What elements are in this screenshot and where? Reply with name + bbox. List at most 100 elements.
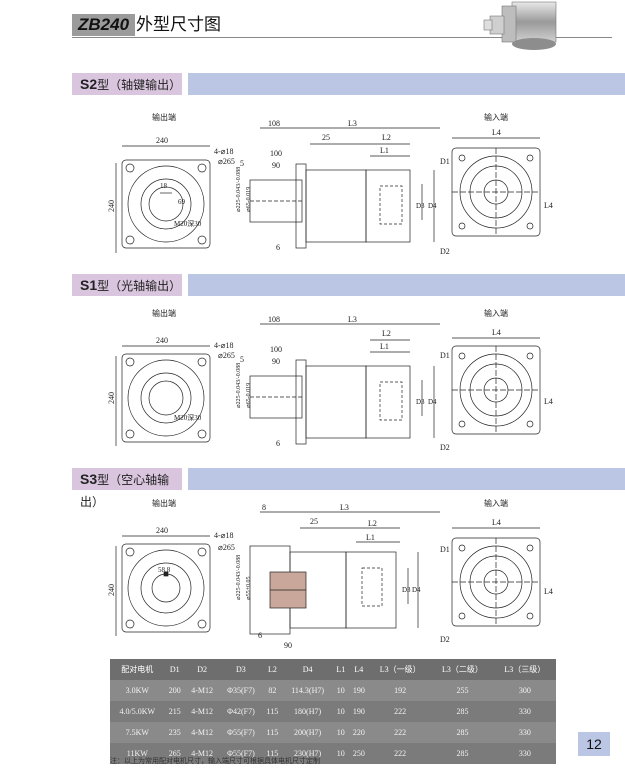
section-header-s2: S2型（轴键输出） (72, 73, 625, 95)
dim-text: L4 (544, 201, 553, 210)
table-cell: 115 (262, 701, 283, 722)
table-cell: 10 (332, 743, 349, 764)
table-header-row: 配对电机 D1 D2 D3 L2 D4 L1 L4 L3（一级） L3（二级） … (110, 659, 556, 680)
section-bar (188, 468, 625, 490)
dim-text: L4 (492, 328, 501, 337)
dim-text: L1 (380, 146, 389, 155)
table-cell: 4-M12 (184, 701, 220, 722)
table-cell: 265 (164, 743, 185, 764)
section-header-s1: S1型（光轴输出） (72, 274, 625, 296)
dim-text: 6 (276, 439, 280, 448)
dim-text: D4 (428, 202, 437, 210)
dim-text: 5 (240, 159, 244, 168)
table-cell: 4-M12 (184, 722, 220, 743)
dim-text: ⌀265 (218, 157, 235, 166)
table-cell: 3.0KW (110, 680, 165, 701)
table-cell: 300 (493, 680, 556, 701)
dim-text: 240 (156, 336, 168, 345)
dim-text: 69 (178, 198, 186, 206)
table-cell: 10 (332, 680, 349, 701)
dim-text: ⌀225-0.043/-0.088 (236, 555, 242, 600)
side-view: 108 L3 25 100 90 5 L2 L1 D3 D4 6 ⌀225-0.… (236, 119, 440, 252)
section-code: S1 (80, 277, 98, 293)
dim-text: 4-⌀18 (214, 147, 233, 156)
dim-text: 90 (272, 357, 280, 366)
table-cell: 222 (369, 701, 432, 722)
section-label-s2: S2型（轴键输出） (72, 73, 182, 95)
section-code: S3 (80, 471, 98, 487)
dim-text: D1 (440, 545, 450, 554)
section-name: 型（轴键输出） (97, 78, 182, 92)
table-cell: 230(H7) (282, 743, 333, 764)
table-cell: 285 (431, 722, 494, 743)
column-header: L4 (348, 659, 370, 680)
dim-text: ⌀265 (218, 351, 235, 360)
dim-text: L3 (348, 315, 357, 324)
front-view-input: 输入端 L4 D1 D2 L4 (440, 308, 553, 452)
dim-text: 90 (284, 641, 292, 650)
model-label: ZB240 (72, 14, 136, 36)
dim-text: L3 (348, 119, 357, 128)
table-cell: 220 (348, 722, 370, 743)
table-cell: 115 (262, 743, 283, 764)
table-cell: 10 (332, 722, 349, 743)
dim-text: 输入端 (484, 498, 508, 508)
table-row: 11KW 265 4-M12 Φ55(F7) 115 230(H7) 10 25… (110, 743, 556, 764)
column-header: 配对电机 (110, 659, 165, 680)
table-cell: 285 (431, 743, 494, 764)
dim-text: 240 (156, 136, 168, 145)
dim-text: L1 (380, 342, 389, 351)
dim-text: L4 (492, 518, 501, 527)
dim-text: D3 (402, 586, 411, 594)
column-header: L3（一级） (369, 659, 432, 680)
table-cell: 190 (348, 701, 370, 722)
dimension-table: 配对电机 D1 D2 D3 L2 D4 L1 L4 L3（一级） L3（二级） … (110, 659, 556, 764)
dim-text: D3 (416, 398, 425, 406)
dim-text: 58.8 (158, 566, 171, 574)
table-cell: 255 (431, 680, 494, 701)
dim-text: 输入端 (484, 308, 508, 318)
column-header: L1 (332, 659, 349, 680)
dim-text: ⌀55+0.05 (246, 577, 252, 601)
dim-text: 108 (268, 315, 280, 324)
dim-text: L2 (382, 329, 391, 338)
front-view-output: 输出端 240 4-⌀18 ⌀265 240 58.8 (107, 498, 235, 636)
dim-text: M20深30 (174, 219, 202, 228)
dim-text: ⌀65-0.019 (246, 187, 252, 212)
dim-text: ⌀65-0.019 (246, 383, 252, 408)
section-header-s3: S3型（空心轴输出） (72, 468, 625, 509)
dim-text: 18 (160, 182, 168, 190)
table-cell: 11KW (110, 743, 165, 764)
dim-text: M20深30 (174, 413, 202, 422)
section-bar (188, 73, 625, 95)
dim-text: 6 (276, 243, 280, 252)
dim-text: D1 (440, 157, 450, 166)
table-cell: Φ35(F7) (219, 680, 263, 701)
column-header: D1 (164, 659, 185, 680)
drawing-s1: 输出端 240 4-⌀18 ⌀265 240 M20深30 108 L3 100… (107, 308, 553, 452)
table-cell: 330 (493, 743, 556, 764)
table-cell: 222 (369, 743, 432, 764)
table-cell: Φ55(F7) (219, 722, 263, 743)
front-view-input: 输入端 L4 D1 D2 L4 (440, 498, 553, 644)
dim-text: 100 (270, 149, 282, 158)
dim-text: 240 (107, 392, 116, 404)
section-name: 型（光轴输出） (97, 279, 182, 293)
table-cell: 222 (369, 722, 432, 743)
dim-text: ⌀225-0.043/-0.088 (236, 167, 242, 212)
side-view: 8 L3 25 L2 L1 D3 D4 6 90 ⌀225-0.043/-0.0… (236, 503, 440, 650)
front-view-output: 输出端 240 4-⌀18 ⌀265 240 M20深30 (107, 308, 235, 446)
dim-text: D3 (416, 202, 425, 210)
page-title: 外型尺寸图 (136, 15, 221, 35)
table-cell: 200 (164, 680, 185, 701)
dim-text: L2 (368, 519, 377, 528)
table-cell: 4-M12 (184, 743, 220, 764)
table-cell: 330 (493, 701, 556, 722)
table-cell: 180(H7) (282, 701, 333, 722)
column-header: L3（二级） (431, 659, 494, 680)
dim-text: 输出端 (152, 498, 176, 508)
dim-text: L1 (366, 533, 375, 542)
table-cell: 4.0/5.0KW (110, 701, 165, 722)
column-header: D4 (282, 659, 333, 680)
dim-text: 5 (240, 355, 244, 364)
